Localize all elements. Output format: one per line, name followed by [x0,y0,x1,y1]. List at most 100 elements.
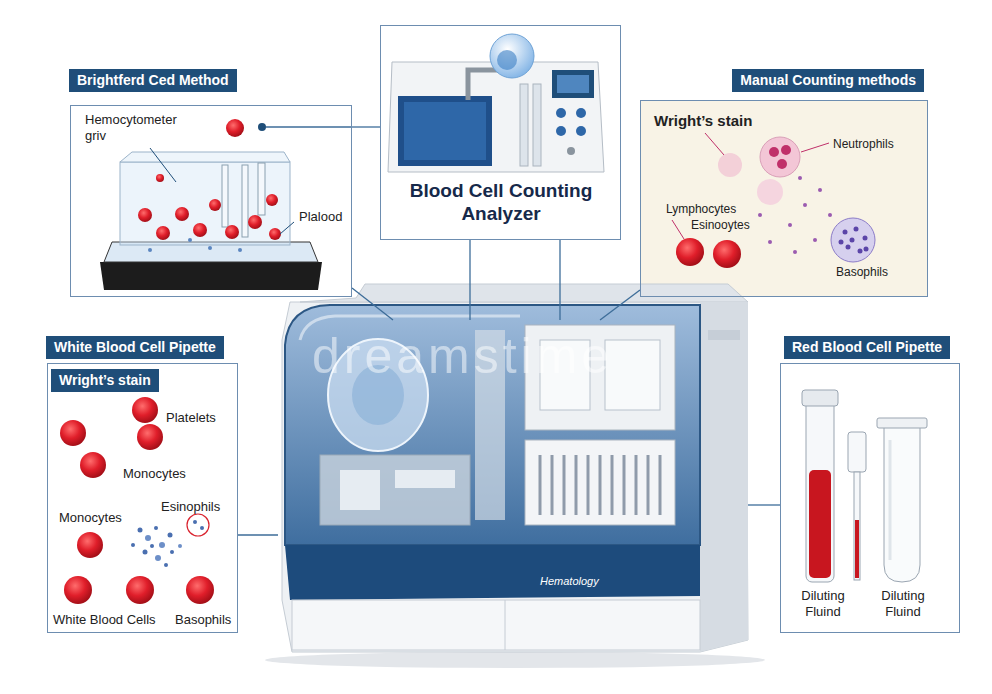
glass-chamber [120,162,290,245]
platelet-dot [138,528,143,533]
leader-line [801,143,829,152]
stained-cell [718,153,742,177]
display [557,75,589,93]
brand-label: Hematology [540,575,599,588]
pipette-illustration [802,390,927,582]
button [567,147,575,155]
lymphocyte [713,240,741,268]
cell-label: Basophils [175,612,231,628]
platelet-dot [150,544,154,548]
red-cell [175,207,189,221]
cabinet-side [700,302,748,652]
granule [193,520,197,524]
red-cell [137,424,163,450]
text-slot: Basophils [175,612,231,628]
platelet-dot [155,555,161,561]
part-label: Plalood [299,209,342,225]
granule [850,238,855,243]
red-cell [193,223,207,237]
red-cell [132,397,158,423]
blue-dot [208,246,212,250]
analyzer-icon [388,34,604,172]
red-cell [77,532,103,558]
panel-heading: Manual Counting methods [732,69,924,92]
text-slot: Lymphocytes [666,202,736,216]
text-slot: Diluting Fluind [791,588,855,619]
module [540,340,590,410]
cell-label: Neutrophils [833,137,894,151]
cell-label: Esinooytes [691,218,750,232]
leader-line [469,240,470,320]
cell-label: Platelets [166,410,216,426]
red-cell [226,119,244,137]
red-cell [138,208,152,222]
module [605,340,660,410]
blood-fill [809,470,831,578]
text-slot: White Blood Cell Pipette [46,336,224,359]
nucleus-lobe [781,145,791,155]
platelet-dot [159,542,165,548]
watermark: dreamstime [312,326,613,386]
mechanism [340,470,380,510]
panel-ground [640,100,928,297]
analyzer-panel: Blood Cell Counting Analyzer [380,25,621,240]
tube-rack [525,440,675,525]
side-vent [708,330,740,340]
module [525,325,675,430]
basophil [831,218,875,262]
cell-label: Esinophils [161,499,220,515]
red-cell [156,226,170,240]
glass-orb [497,50,517,70]
button [576,126,586,136]
sample-tray [398,96,492,166]
panel-ground [70,105,352,297]
pipette-stem [854,472,860,580]
granule [843,230,848,235]
leader-line [280,222,294,234]
leader-dot [258,123,266,131]
tube-label: Diluting Fluind [791,588,855,619]
leader-line [352,288,393,320]
leader-line [559,240,560,320]
test-tube [884,428,920,582]
tube [242,165,248,237]
red-cell [186,576,214,604]
tube-label: Diluting Fluind [871,588,935,619]
red-cell [156,174,164,182]
tube [533,84,541,166]
neutrophil [760,137,800,177]
granule [864,247,869,252]
stain-dot [793,250,797,254]
granule [854,227,859,232]
analyzer-machine: Hematology [278,320,748,655]
analyzer-body [388,62,604,172]
floor-shadow [265,652,765,668]
leader-line [238,534,278,535]
nucleus-lobe [777,159,787,169]
tube [258,163,265,215]
analyzer-illustration [265,284,765,668]
panel-heading: Red Blood Cell Pipette [784,336,950,359]
text-slot: Manual Counting methods [732,69,924,92]
glass-cover [285,305,700,545]
leader-line [600,290,640,320]
method-panel: Manual Counting methodsWright’s stainNeu… [640,100,928,297]
panel-ground [47,363,238,633]
leader-line [266,126,352,127]
cabinet [282,302,748,652]
text-slot: Red Blood Cell Pipette [784,336,950,359]
tube [222,165,228,227]
text-slot: Platelets [166,410,216,426]
text-slot: Plalood [299,209,342,225]
leader-line [748,504,780,505]
red-cell [64,576,92,604]
tube-rim [877,418,927,428]
pipette-panel: White Blood Cell PipetteWright’s stainPl… [47,363,238,633]
display [552,70,594,98]
cell-label: Basophils [836,265,888,279]
arm-column [475,330,505,520]
stage-slab [100,262,322,290]
pipette-bulb [848,432,866,472]
cell-label: Monocytes [123,466,186,482]
